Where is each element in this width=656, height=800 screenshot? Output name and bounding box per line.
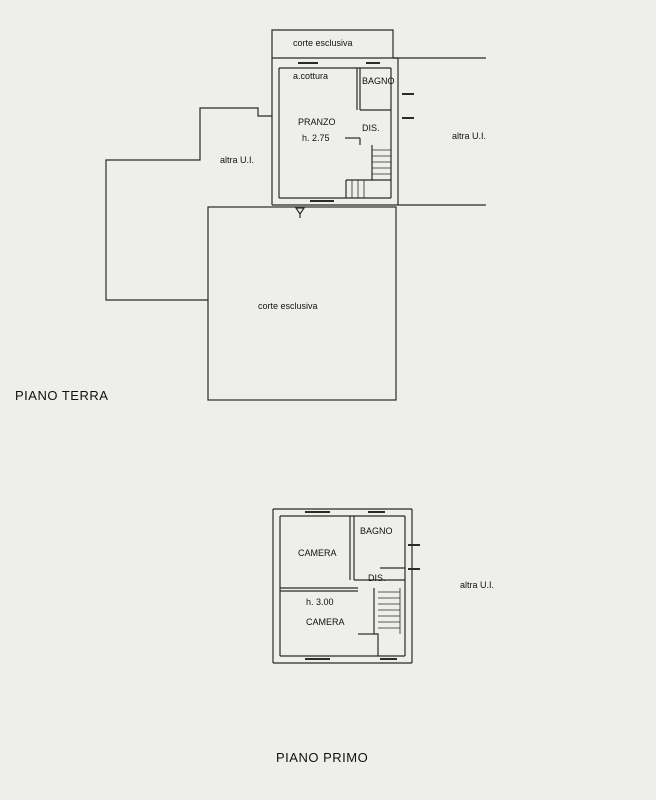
- courtyard-top-outline: [271, 29, 394, 58]
- other-unit-left-label: altra U.I.: [220, 155, 255, 165]
- first-height-label: h. 3.00: [306, 597, 334, 607]
- ground-height-label: h. 2.75: [302, 133, 330, 143]
- courtyard-main-label: corte esclusiva: [258, 301, 318, 311]
- bathroom-label-ground: BAGNO: [362, 76, 395, 86]
- courtyard-top-label: corte esclusiva: [293, 38, 353, 48]
- bathroom-label-first: BAGNO: [360, 526, 393, 536]
- other-unit-left-outline: [105, 107, 272, 301]
- ground-floor-title: PIANO TERRA: [15, 388, 109, 403]
- kitchenette-label: a.cottura: [293, 71, 329, 81]
- courtyard-main-outline: [207, 206, 397, 401]
- hallway-label-first: DIS.: [368, 573, 386, 583]
- other-unit-first-label: altra U.I.: [460, 580, 495, 590]
- other-unit-right-label: altra U.I.: [452, 131, 487, 141]
- first-floor-title: PIANO PRIMO: [276, 750, 369, 765]
- dining-label: PRANZO: [298, 117, 336, 127]
- bedroom-1-label: CAMERA: [298, 548, 337, 558]
- entrance-icon: [294, 207, 306, 218]
- hallway-label-ground: DIS.: [362, 123, 380, 133]
- bedroom-2-label: CAMERA: [306, 617, 345, 627]
